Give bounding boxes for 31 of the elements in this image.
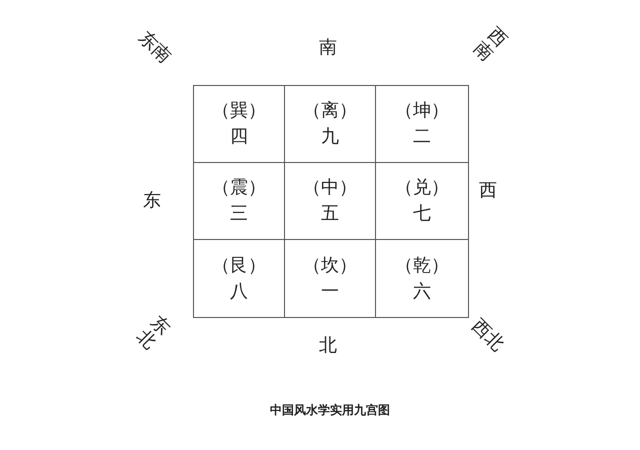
direction-label: 东 [143,189,161,212]
trigram-name: （巽） [212,99,266,123]
trigram-name: （坎） [303,254,357,278]
palace-number: 九 [321,125,339,149]
palace-number: 四 [230,125,248,149]
grid-cell [193,239,285,318]
direction-label: 南 [319,36,337,59]
direction-label: 西 [479,179,497,202]
palace-number: 八 [230,280,248,304]
palace-number: 五 [321,202,339,226]
grid-cell [375,85,469,163]
palace-number: 一 [321,280,339,304]
trigram-name: （震） [212,176,266,200]
direction-label: 东北 [132,312,174,354]
trigram-name: （艮） [212,254,266,278]
trigram-name: （兑） [395,176,449,200]
grid-cell [375,239,469,318]
trigram-name: （坤） [395,99,449,123]
trigram-name: （离） [303,99,357,123]
palace-number: 三 [230,202,248,226]
direction-label: 东南 [134,26,176,68]
direction-label: 西南 [470,24,510,66]
palace-number: 七 [413,202,431,226]
direction-label: 北 [319,334,337,357]
trigram-name: （乾） [395,254,449,278]
palace-number: 二 [413,125,431,149]
caption: 中国风水学实用九宫图 [270,402,390,419]
grid-cell [193,85,285,163]
palace-number: 六 [413,280,431,304]
direction-label: 西北 [466,314,509,356]
trigram-name: （中） [303,176,357,200]
